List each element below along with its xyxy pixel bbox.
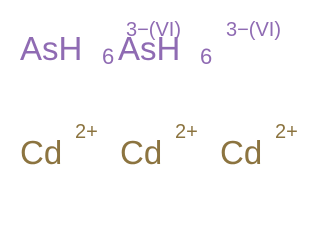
cation-symbol: Cd	[220, 134, 263, 171]
cation-charge: 2+	[175, 121, 198, 143]
anion-symbol: AsH	[118, 30, 181, 67]
cation-charge: 2+	[275, 121, 298, 143]
anion-subscript: 6	[102, 44, 115, 69]
anion-symbol: AsH	[20, 30, 83, 67]
cation-symbol: Cd	[120, 134, 163, 171]
anion-subscript: 6	[200, 44, 213, 69]
anion-charge: 3−(VI)	[126, 19, 182, 41]
cation-charge: 2+	[75, 121, 98, 143]
anion-charge: 3−(VI)	[226, 19, 282, 41]
cation-symbol: Cd	[20, 134, 63, 171]
